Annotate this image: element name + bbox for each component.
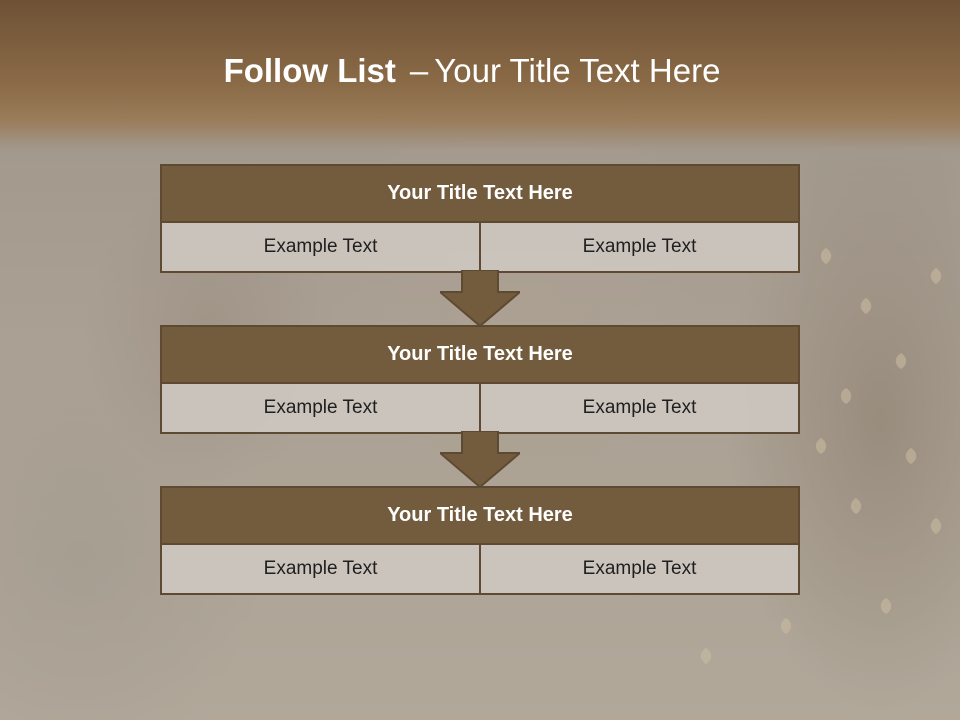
block-title: Your Title Text Here [162, 327, 798, 384]
block-row: Example Text Example Text [162, 223, 798, 271]
block-cell-right: Example Text [479, 545, 798, 593]
title-rest: Your Title Text Here [434, 52, 721, 89]
block-cell-right: Example Text [479, 223, 798, 271]
slide-title: Follow List–Your Title Text Here [0, 52, 944, 90]
title-separator: – [409, 52, 429, 89]
down-arrow-icon [440, 431, 520, 487]
block-cell-left: Example Text [162, 384, 479, 432]
block-cell-left: Example Text [162, 545, 479, 593]
list-block-2: Your Title Text Here Example Text Exampl… [160, 325, 800, 434]
block-row: Example Text Example Text [162, 384, 798, 432]
title-bold: Follow List [223, 52, 396, 89]
header-band [0, 0, 960, 150]
list-block-3: Your Title Text Here Example Text Exampl… [160, 486, 800, 595]
down-arrow-icon [440, 270, 520, 326]
block-title: Your Title Text Here [162, 488, 798, 545]
block-title: Your Title Text Here [162, 166, 798, 223]
block-cell-right: Example Text [479, 384, 798, 432]
list-block-1: Your Title Text Here Example Text Exampl… [160, 164, 800, 273]
block-cell-left: Example Text [162, 223, 479, 271]
block-row: Example Text Example Text [162, 545, 798, 593]
